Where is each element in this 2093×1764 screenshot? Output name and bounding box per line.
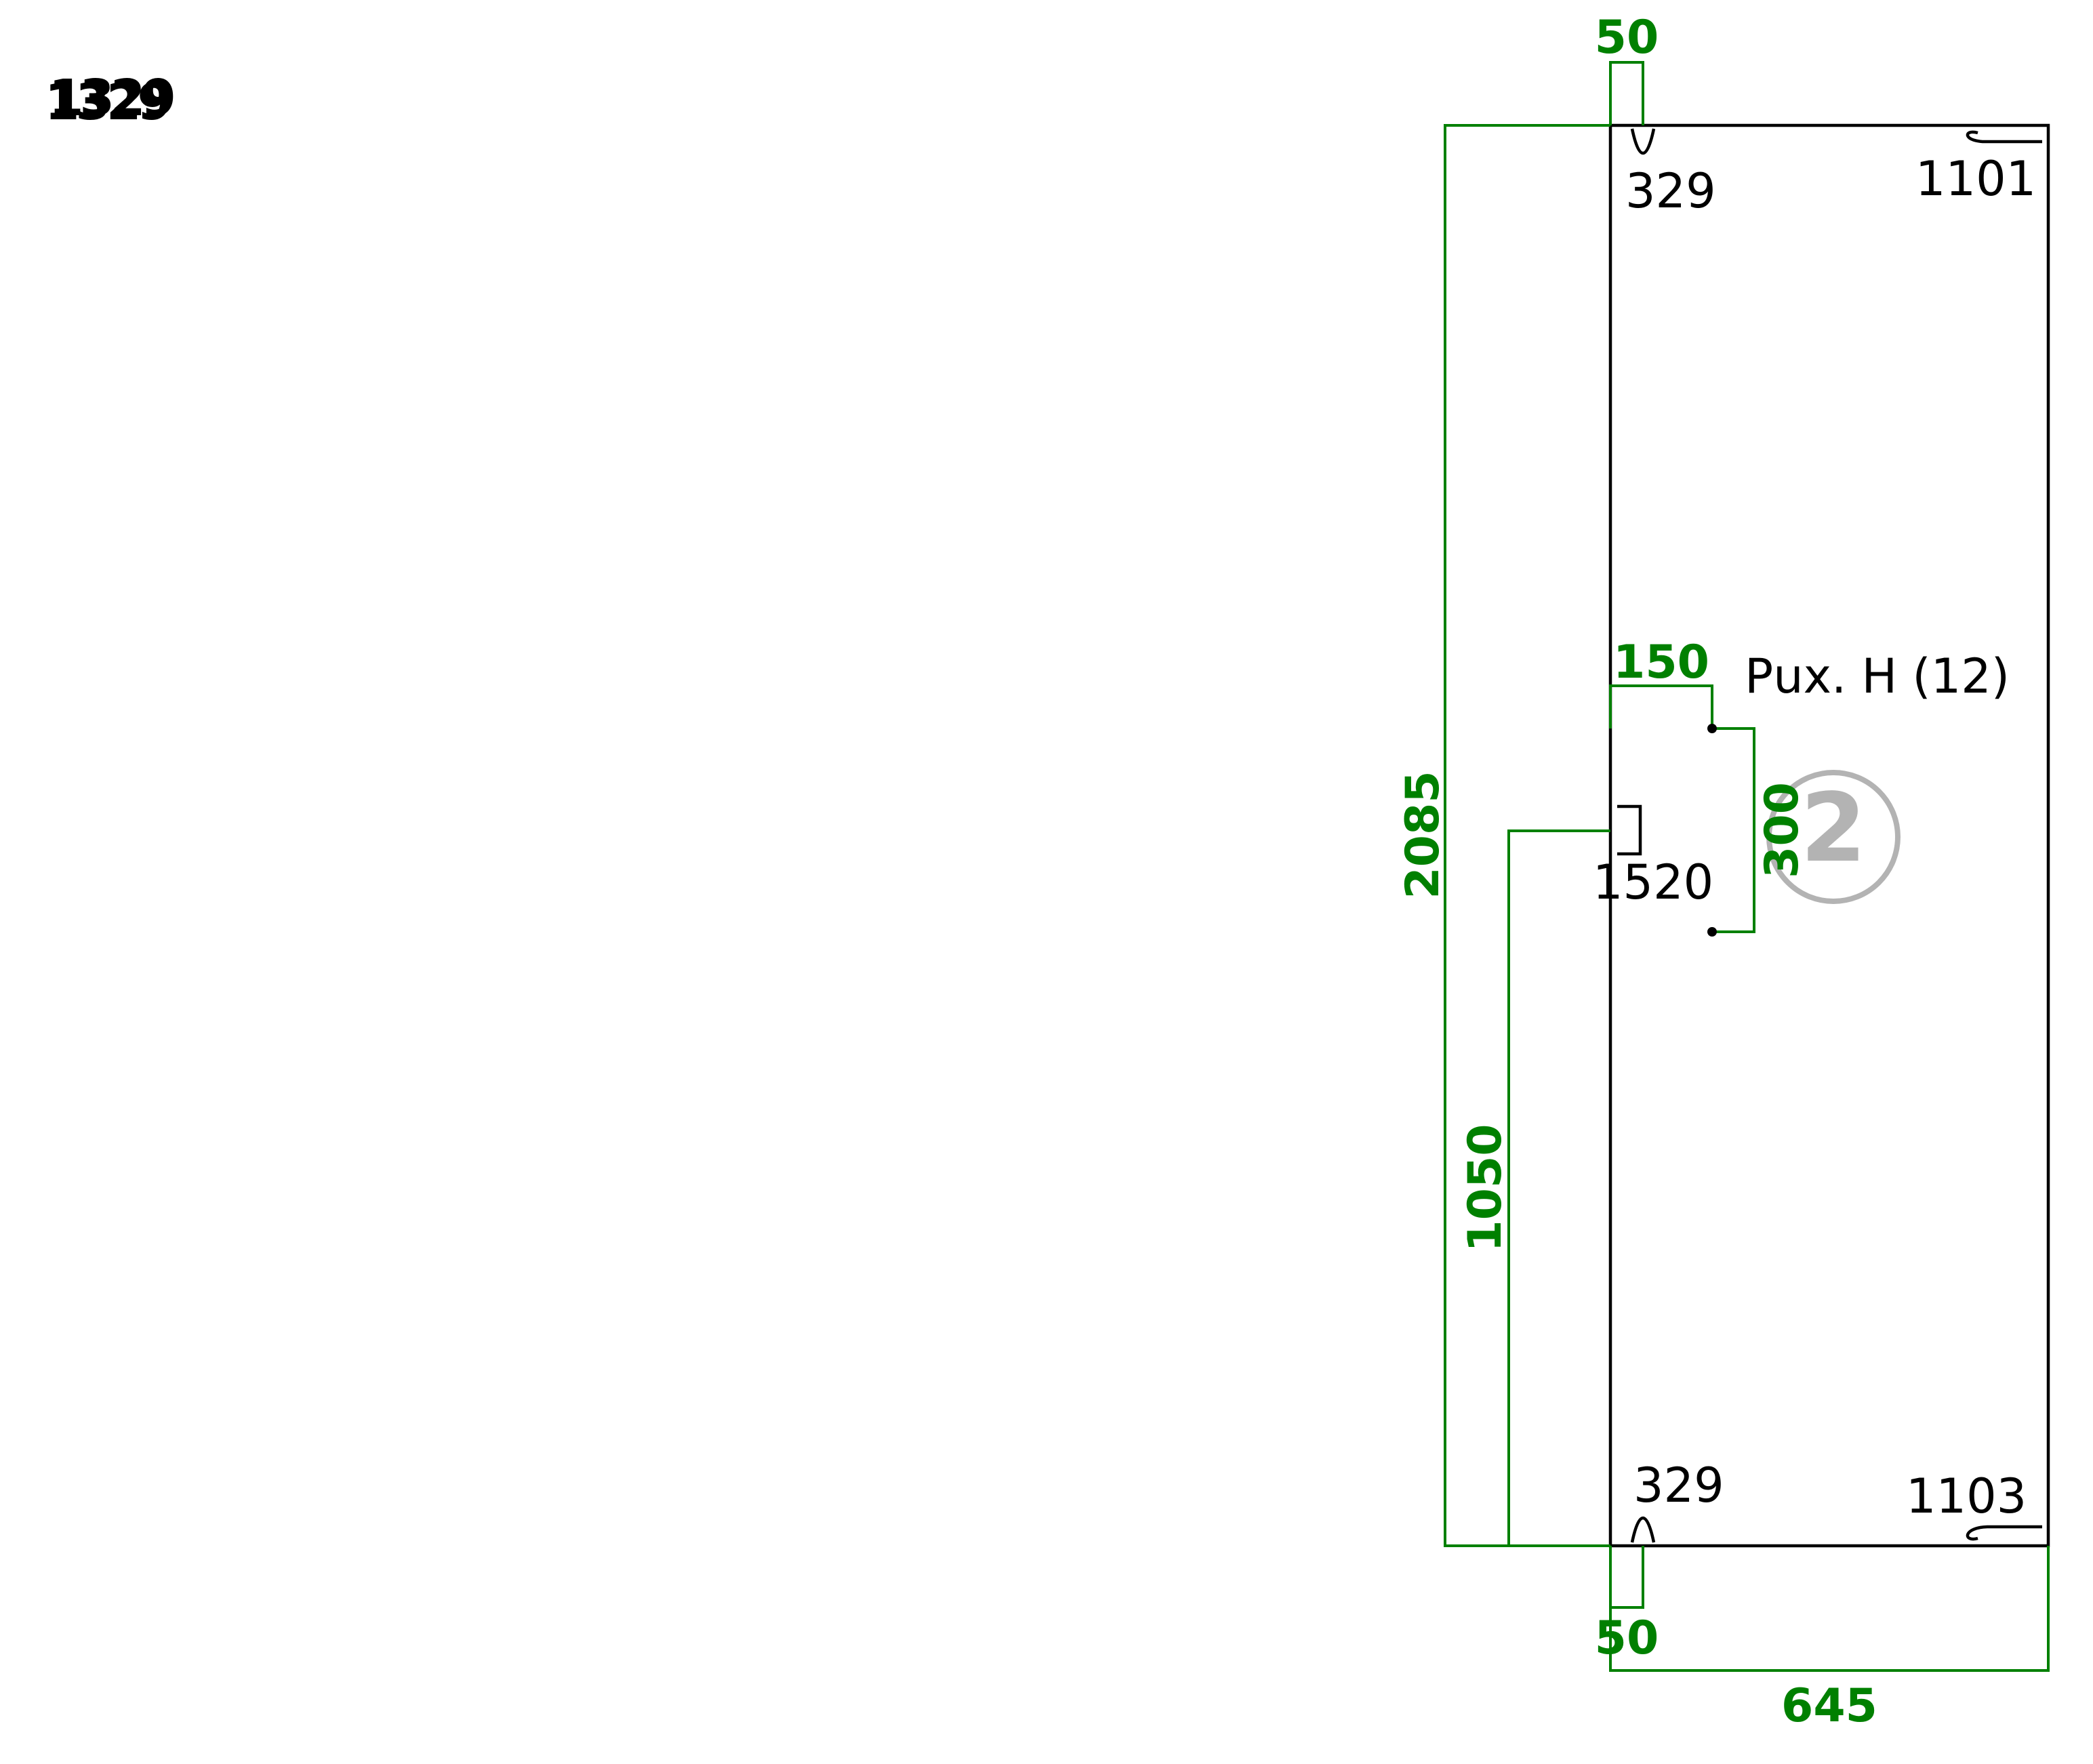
height-1050-dimension-line — [1507, 829, 1610, 1546]
dimension-height-1050: 1050 — [1459, 1124, 1512, 1252]
label-bottom-hinge: 329 — [1633, 1458, 1724, 1513]
bottom-50-dimension-line — [1609, 1546, 1644, 1609]
panel-number-circle — [1766, 770, 1901, 904]
panel-number: 2 — [1800, 773, 1866, 884]
handle-top-point — [1707, 724, 1717, 733]
dimension-top-50: 50 — [1595, 11, 1659, 64]
door-panel-outline — [1608, 123, 2050, 1548]
width-645-dimension-line — [1609, 1546, 2050, 1672]
bottom-hinge-symbol — [1630, 1517, 1656, 1543]
dimension-handle-offset-150: 150 — [1613, 636, 1709, 689]
dimension-width-645: 645 — [1781, 1679, 1877, 1733]
dimension-handle-300: 300 — [1755, 782, 1809, 878]
height-2085-dimension-line — [1444, 124, 1610, 1547]
dimension-bottom-50: 50 — [1595, 1612, 1659, 1665]
dimension-lines — [1444, 61, 2050, 1672]
corner-label-b: 1329 — [49, 69, 173, 127]
lock-bracket-symbol — [1617, 804, 1642, 856]
top-right-fitting-symbol — [1966, 130, 2042, 144]
handle-bottom-point — [1707, 927, 1717, 937]
label-top-right: 1101 — [1915, 151, 2036, 207]
label-handle: Рuх. H (12) — [1745, 649, 2010, 704]
label-lock: 1520 — [1593, 855, 1713, 910]
handle-offset-150-dimension-line — [1609, 684, 1713, 729]
top-50-dimension-line — [1609, 61, 1644, 125]
top-hinge-symbol — [1630, 128, 1656, 155]
bottom-right-fitting-symbol — [1966, 1525, 2042, 1541]
label-top-hinge: 329 — [1625, 163, 1716, 219]
handle-300-dimension-line — [1712, 727, 1755, 933]
dimension-height-2085: 2085 — [1396, 771, 1450, 899]
label-bottom-right: 1103 — [1906, 1469, 2027, 1524]
corner-label-a: 1329 — [45, 73, 169, 131]
hardware-symbols — [1617, 128, 2042, 1543]
